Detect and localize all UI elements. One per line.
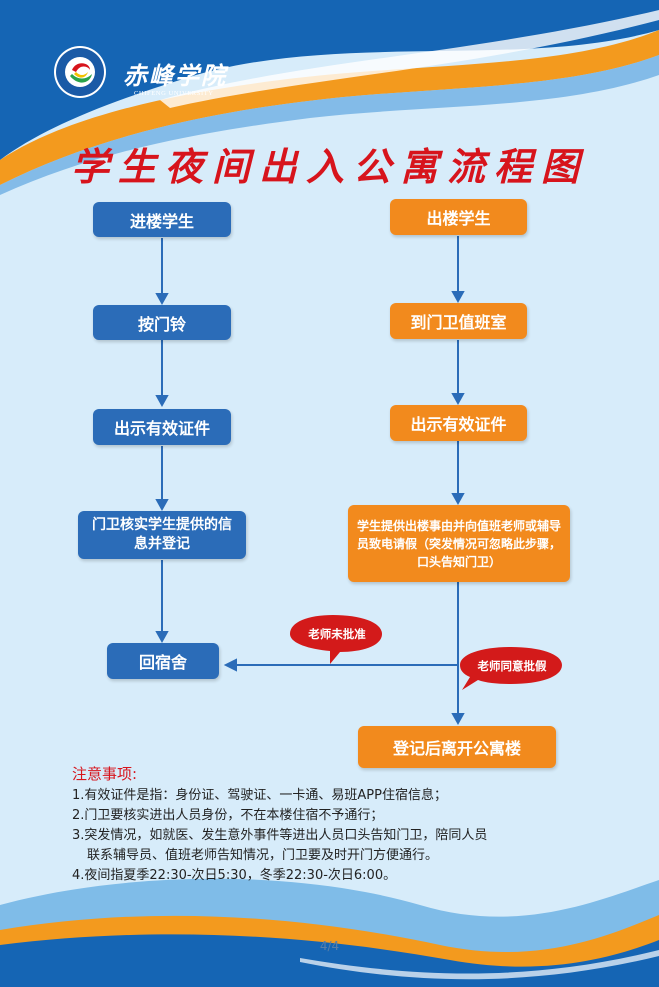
node-show-id-left: 出示有效证件 (93, 409, 231, 445)
node-ring-doorbell: 按门铃 (93, 305, 231, 340)
node-exit-building-students: 出楼学生 (390, 199, 527, 235)
node-register-leave: 登记后离开公寓楼 (358, 726, 556, 768)
bubble-not-approved: 老师未批准 (308, 627, 366, 641)
notes-item: 1.有效证件是指：身份证、驾驶证、一卡通、易班APP住宿信息； (72, 788, 447, 803)
school-name-en: CHIFENG UNIVERSITY (134, 90, 214, 97)
poster-title: 学生夜间出入公寓流程图 (70, 144, 588, 189)
top-wave-orange (0, 30, 659, 185)
bubble-approved: 老师同意批假 (477, 659, 547, 673)
notes-item: 2.门卫要核实进出人员身份，不在本楼住宿不予通行； (72, 808, 384, 823)
school-name-cn: 赤峰学院 (123, 61, 227, 90)
top-wave-dark (0, 0, 659, 160)
bubble-not-approved-shape (290, 615, 382, 664)
node-enter-building-students: 进楼学生 (93, 202, 231, 237)
top-wave-white (160, 10, 659, 108)
bottom-wave-white (300, 950, 659, 980)
node-return-dorm: 回宿舍 (107, 643, 219, 679)
bubble-approved-shape (460, 647, 562, 690)
notes-item-continued: 联系辅导员、值班老师告知情况，门卫要及时开门方便通行。 (87, 848, 439, 863)
node-go-duty-room: 到门卫值班室 (390, 303, 527, 339)
top-wave-light (0, 55, 659, 195)
notes-section: 注意事项: 1.有效证件是指：身份证、驾驶证、一卡通、易班APP住宿信息； 2.… (72, 763, 632, 886)
node-guard-verify-register: 门卫核实学生提供的信息并登记 (78, 511, 246, 559)
node-request-leave: 学生提供出楼事由并向值班老师或辅导员致电请假（突发情况可忽略此步骤，口头告知门卫… (348, 505, 570, 582)
right-flow-arrows (223, 236, 465, 726)
left-flow-arrows (155, 238, 169, 644)
page-indicator: 4/4 (319, 939, 340, 953)
notes-item: 4.夜间指夏季22:30-次日5:30，冬季22:30-次日6:00。 (72, 868, 397, 883)
notes-item: 3.突发情况，如就医、发生意外事件等进出人员口头告知门卫，陪同人员 (72, 828, 488, 843)
node-show-id-right: 出示有效证件 (390, 405, 527, 441)
university-logo (54, 46, 106, 98)
notes-heading: 注意事项: (72, 765, 138, 783)
